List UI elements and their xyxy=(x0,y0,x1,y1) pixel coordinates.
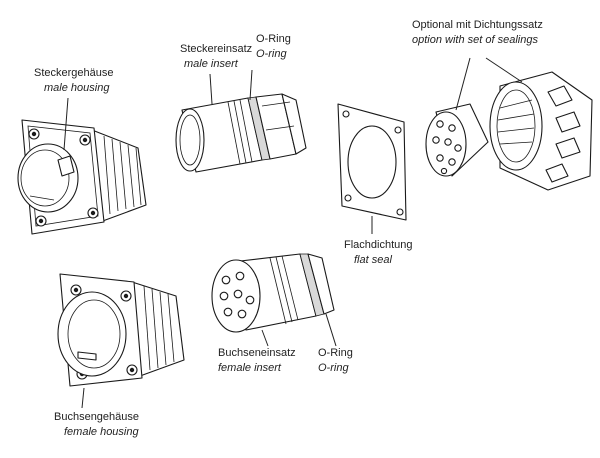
label-male-housing-en: male housing xyxy=(44,82,110,94)
flat-seal-part xyxy=(337,103,407,221)
label-male-housing: Steckergehäuse male housing xyxy=(34,67,114,94)
label-male-housing-de: Steckergehäuse xyxy=(34,67,114,79)
label-female-housing-de: Buchsengehäuse xyxy=(54,411,139,423)
female-insert-part xyxy=(211,253,335,333)
label-oring-top-de: O-Ring xyxy=(256,33,291,45)
label-female-insert-de: Buchseneinsatz xyxy=(218,347,296,359)
label-female-insert-en: female insert xyxy=(218,362,282,374)
label-female-housing: Buchsengehäuse female housing xyxy=(54,411,139,438)
label-flat-seal-de: Flachdichtung xyxy=(344,239,413,251)
female-housing-part xyxy=(57,273,185,387)
label-oring-top: O-Ring O-ring xyxy=(256,33,291,60)
label-flat-seal: Flachdichtung flat seal xyxy=(344,239,413,266)
label-oring-top-en: O-ring xyxy=(256,48,287,60)
label-female-housing-en: female housing xyxy=(64,426,139,438)
sealing-grommet-part xyxy=(425,103,489,177)
label-sealing-set-de: Optional mit Dichtungssatz xyxy=(412,19,543,31)
label-male-insert-de: Steckereinsatz xyxy=(180,43,252,55)
leader-lines xyxy=(63,57,523,409)
label-female-insert: Buchseneinsatz female insert xyxy=(218,347,296,374)
label-oring-bottom-de: O-Ring xyxy=(318,347,353,359)
male-housing-part xyxy=(17,119,147,235)
label-male-insert-en: male insert xyxy=(184,58,239,70)
label-oring-bottom-en: O-ring xyxy=(318,362,349,374)
cable-gland-nut-part xyxy=(489,71,593,191)
label-sealing-set: Optional mit Dichtungssatz option with s… xyxy=(412,19,543,46)
label-oring-bottom: O-Ring O-ring xyxy=(318,347,353,374)
label-flat-seal-en: flat seal xyxy=(354,254,392,266)
label-male-insert: Steckereinsatz male insert xyxy=(180,43,252,70)
label-sealing-set-en: option with set of sealings xyxy=(412,34,538,46)
male-insert-part xyxy=(175,93,307,173)
